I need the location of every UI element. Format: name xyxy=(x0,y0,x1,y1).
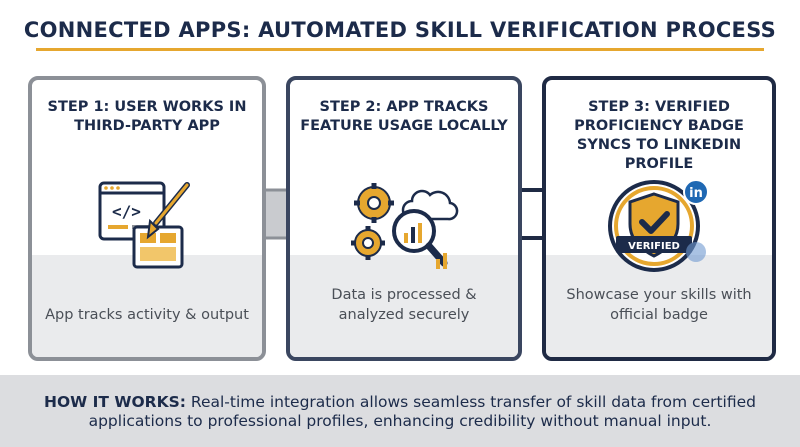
step-2-description: Data is processed & analyzed securely xyxy=(331,287,477,323)
how-it-works-label: HOW IT WORKS: xyxy=(43,393,186,411)
step-3-description-panel xyxy=(546,255,772,357)
how-it-works-description: Real-time integration allows seamless tr… xyxy=(88,393,757,430)
code-and-paintbrush-icon: </> xyxy=(98,181,190,269)
step-3-card: STEP 3: VERIFIED PROFICIENCY BADGE SYNCS… xyxy=(542,76,776,361)
title-underline xyxy=(36,48,764,51)
how-it-works-footer: HOW IT WORKS: Real-time integration allo… xyxy=(0,375,800,447)
step-1-card: STEP 1: USER WORKS IN THIRD-PARTY APP </… xyxy=(28,76,266,361)
linkedin-icon: in xyxy=(689,186,703,201)
gears-cloud-magnifier-icon xyxy=(351,183,459,269)
step-3-description: Showcase your skills with official badge xyxy=(566,287,752,323)
verified-label: VERIFIED xyxy=(628,241,680,252)
step-1-description-panel xyxy=(32,255,262,357)
step-1-description: App tracks activity & output xyxy=(45,307,249,323)
step-2-description-panel xyxy=(290,255,518,357)
how-it-works-text: HOW IT WORKS: Real-time integration allo… xyxy=(20,393,780,431)
page-title: CONNECTED APPS: AUTOMATED SKILL VERIFICA… xyxy=(23,18,777,42)
verified-shield-badge-icon: VERIFIED in xyxy=(608,179,709,272)
step-3-title: STEP 3: VERIFIED PROFICIENCY BADGE SYNCS… xyxy=(574,99,744,172)
step-2-card: STEP 2: APP TRACKS FEATURE USAGE LOCALLY… xyxy=(286,76,522,361)
svg-text:</>: </> xyxy=(112,202,141,221)
step-2-title: STEP 2: APP TRACKS FEATURE USAGE LOCALLY xyxy=(300,99,508,134)
step-1-title: STEP 1: USER WORKS IN THIRD-PARTY APP xyxy=(47,99,247,134)
